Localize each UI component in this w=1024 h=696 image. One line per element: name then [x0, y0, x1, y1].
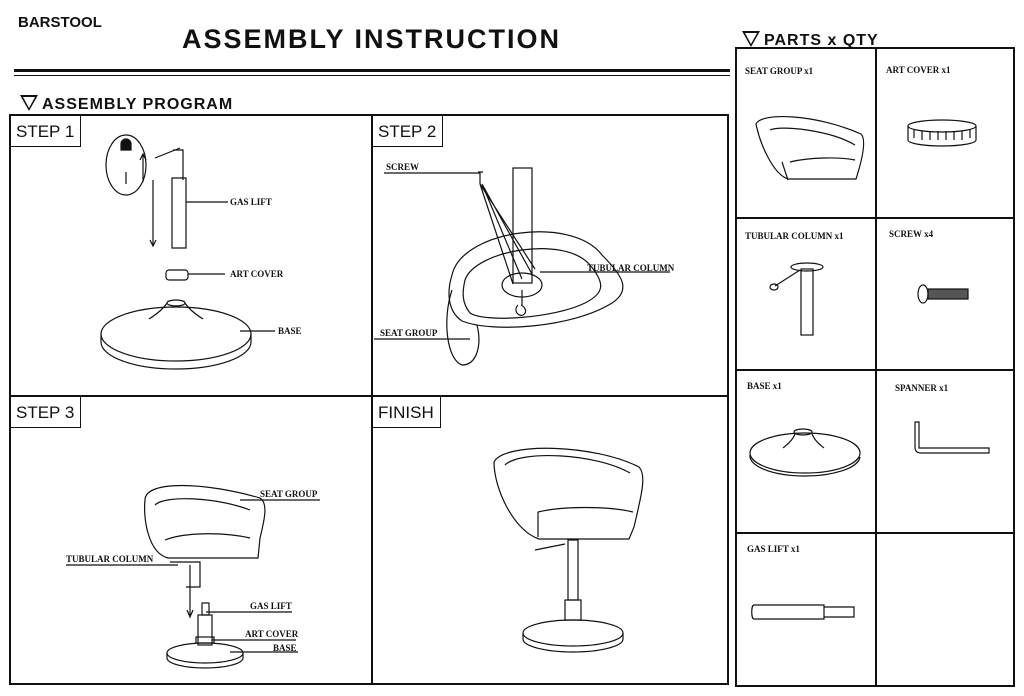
callout-screw: SCREW — [386, 162, 419, 172]
part-art-cover: ART COVER x1 — [886, 65, 951, 75]
callout-seat-group: SEAT GROUP — [380, 328, 438, 338]
callout-tubular-column: TUBULAR COLUMN — [587, 263, 675, 273]
step-2-label: STEP 2 — [373, 116, 444, 147]
finish-label: FINISH — [373, 397, 441, 428]
step2-drawing — [374, 167, 670, 366]
finish-drawing — [493, 447, 644, 653]
parts-drawings — [749, 116, 990, 620]
callout-seat-group: SEAT GROUP — [260, 489, 318, 499]
part-spanner: SPANNER x1 — [895, 383, 949, 393]
brand-label: BARSTOOL — [18, 14, 102, 31]
step-1-label: STEP 1 — [11, 116, 82, 147]
part-seat-group: SEAT GROUP x1 — [745, 66, 814, 76]
part-tubular-column: TUBULAR COLUMN x1 — [745, 231, 844, 241]
part-gas-lift: GAS LIFT x1 — [747, 544, 800, 554]
part-base: BASE x1 — [747, 381, 782, 391]
callout-art-cover: ART COVER — [245, 629, 299, 639]
heading-text: ASSEMBLY PROGRAM — [42, 96, 234, 113]
callout-art-cover: ART COVER — [230, 269, 284, 279]
step3-drawing — [66, 484, 320, 669]
callout-gas-lift: GAS LIFT — [230, 197, 272, 207]
step-3-label: STEP 3 — [11, 397, 82, 428]
title-rule-thin — [14, 75, 730, 76]
title-rule — [14, 69, 730, 72]
page-title: ASSEMBLY INSTRUCTION — [182, 24, 562, 54]
triangle-icon — [742, 31, 760, 47]
assembly-program-heading: ASSEMBLY PROGRAM — [20, 95, 233, 114]
callout-base: BASE — [278, 326, 302, 336]
parts-heading: PARTS x QTY — [742, 31, 879, 50]
callout-base: BASE — [273, 643, 297, 653]
program-frame — [9, 114, 729, 685]
heading-text: PARTS x QTY — [764, 32, 879, 49]
step1-drawing — [100, 134, 275, 370]
triangle-icon — [20, 95, 38, 111]
callout-gas-lift: GAS LIFT — [250, 601, 292, 611]
part-screw: SCREW x4 — [889, 229, 934, 239]
callout-tubular-column: TUBULAR COLUMN — [66, 554, 154, 564]
